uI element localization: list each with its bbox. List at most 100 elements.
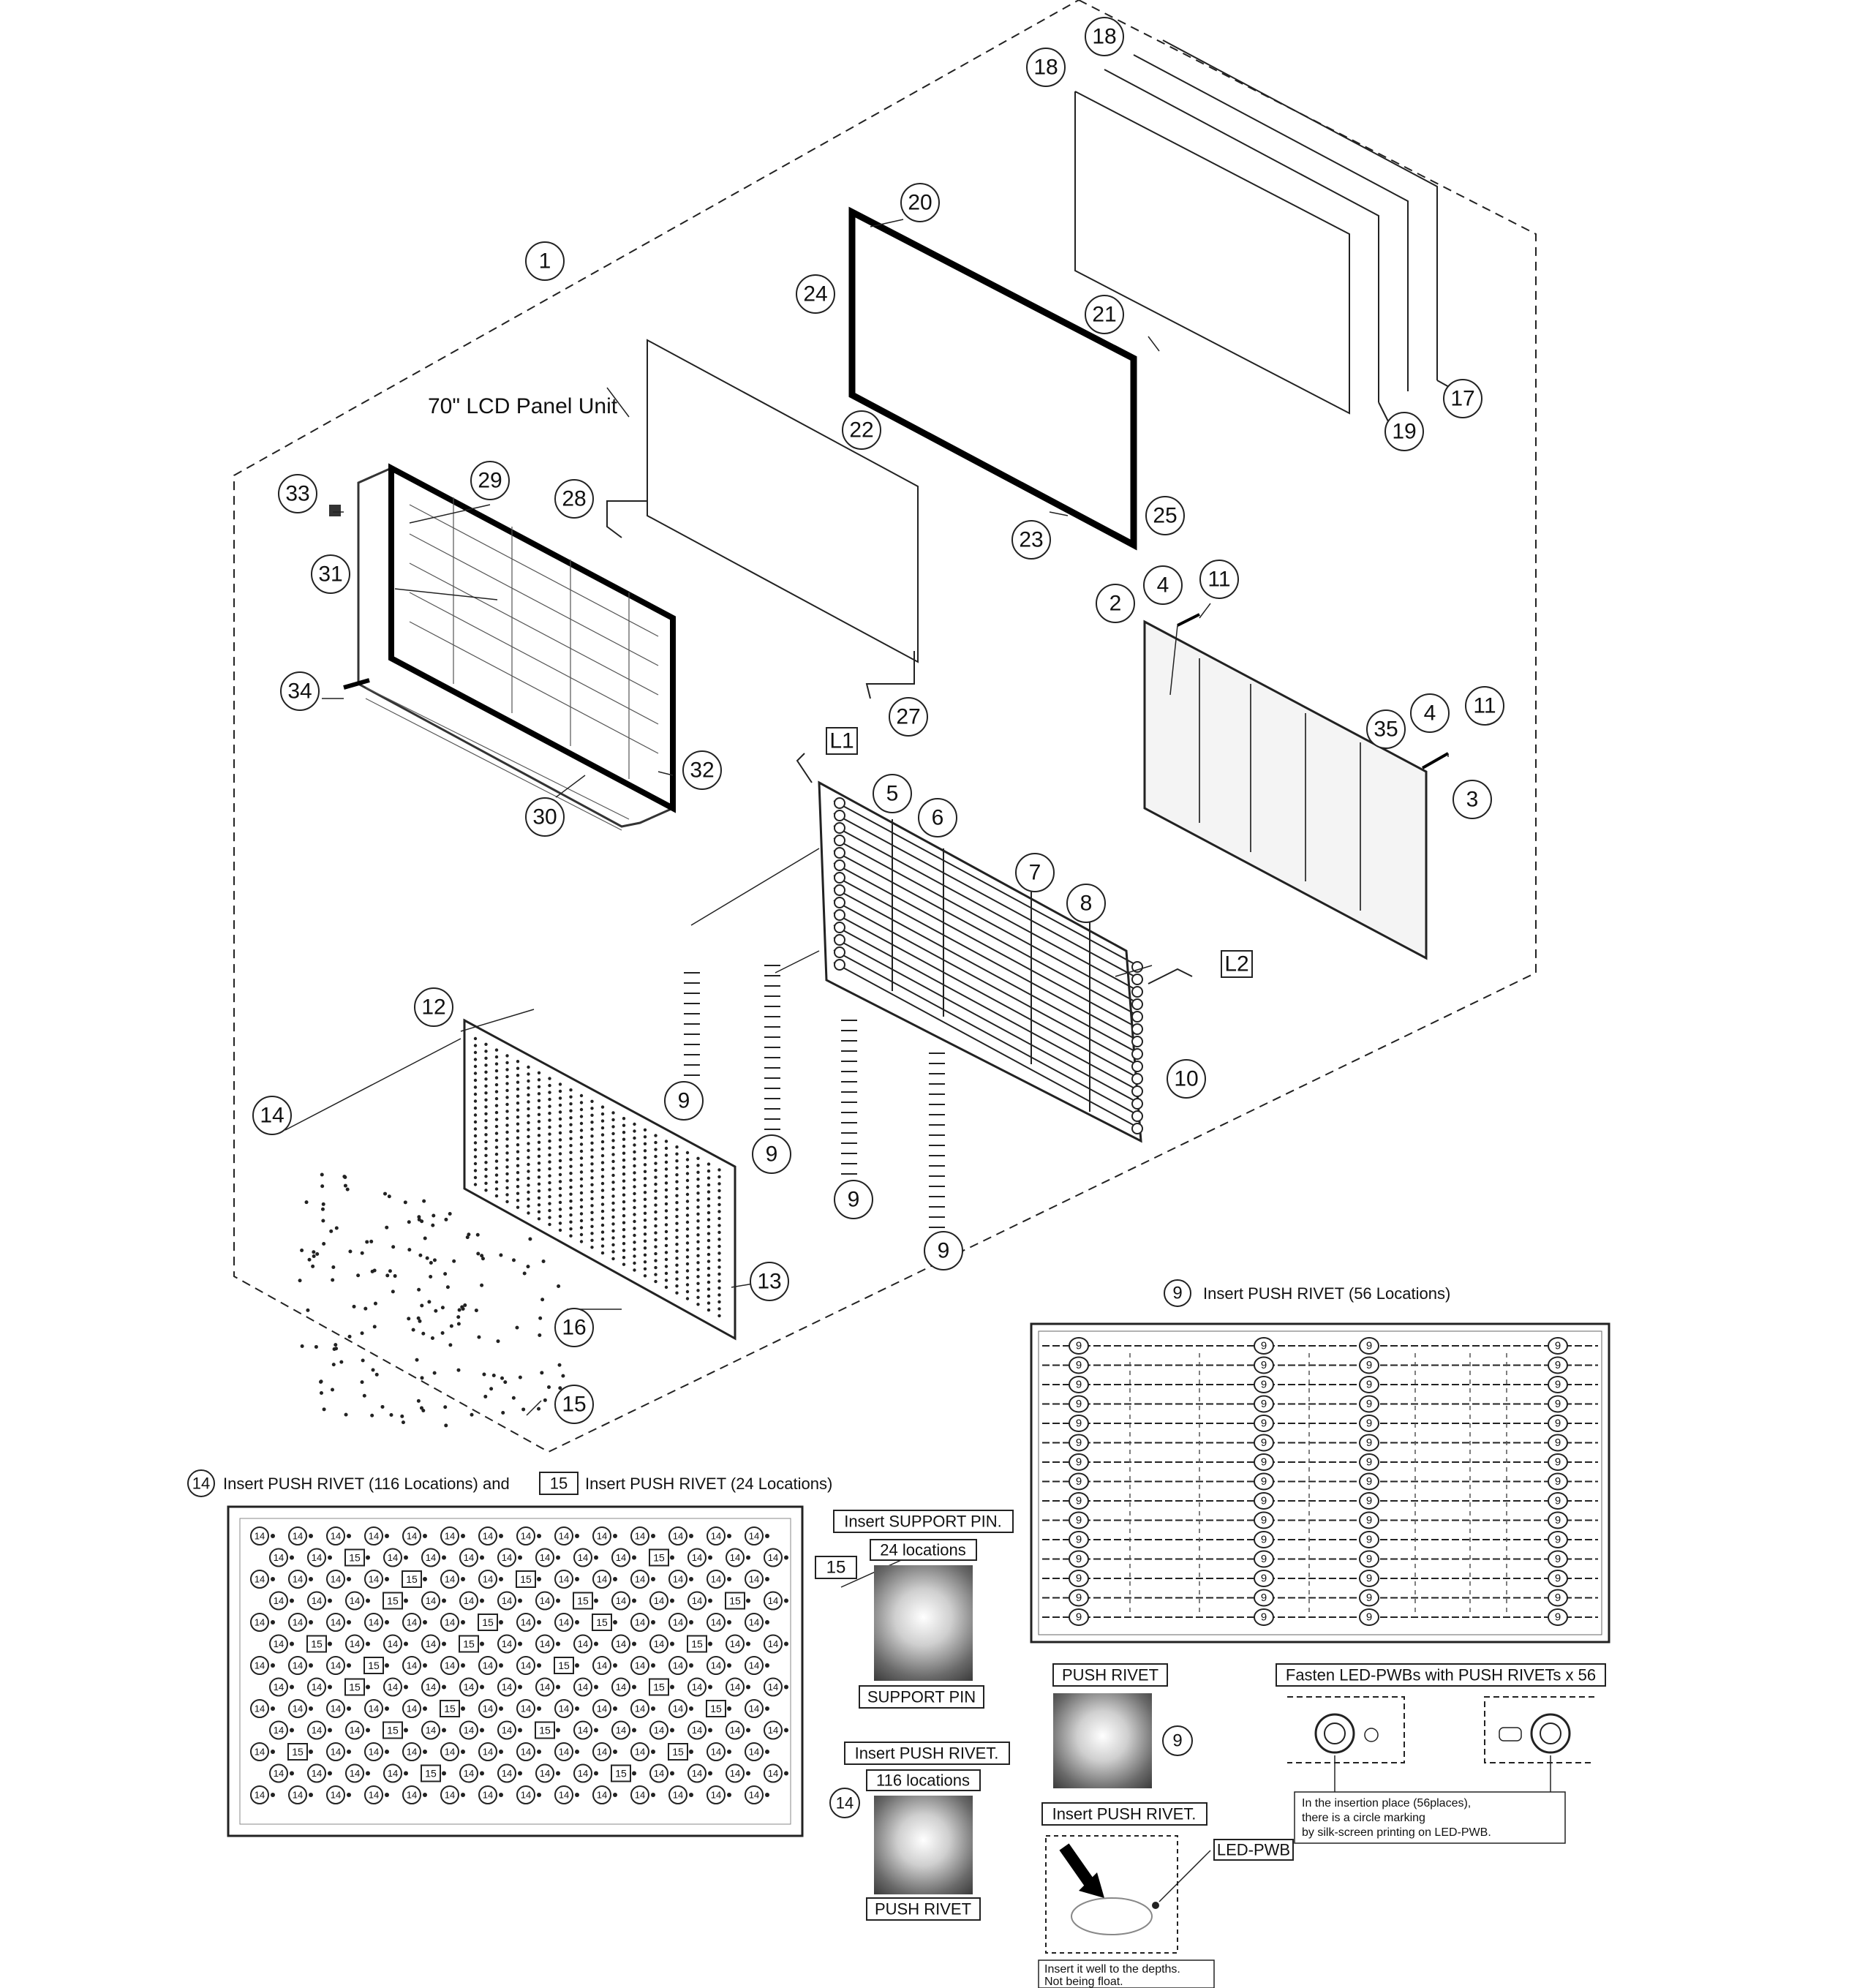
rivet9-marker-circle	[1254, 1395, 1274, 1413]
rivet14-marker-circle	[554, 1785, 573, 1804]
rivet14-marker-circle	[250, 1785, 269, 1804]
rivet9-marker: 9	[1366, 1475, 1372, 1488]
rivet14-marker: 14	[711, 1574, 721, 1585]
rivet9-marker: 9	[1261, 1340, 1267, 1352]
callout-circle-c14	[252, 1096, 292, 1135]
rivet15-marker: 15	[311, 1638, 323, 1650]
rivet14-marker: 14	[768, 1682, 778, 1693]
rivet15-marker: 15	[349, 1552, 361, 1564]
rivet14-marker: 14	[293, 1790, 303, 1801]
rivet9-marker: 9	[1555, 1573, 1561, 1585]
rivet9-marker-circle	[1548, 1472, 1568, 1491]
rivet9-marker-circle	[1254, 1434, 1274, 1452]
rivet14-marker: 14	[293, 1703, 303, 1714]
rivet14-marker-circle	[764, 1548, 783, 1567]
rivet15-marker-box	[649, 1678, 669, 1696]
rivet9-marker: 9	[1261, 1553, 1267, 1565]
rivet9-marker-circle	[1254, 1376, 1274, 1393]
rivet9-marker: 9	[1366, 1437, 1372, 1449]
rivet14-marker-circle	[764, 1591, 783, 1611]
rivet14-marker: 14	[616, 1595, 626, 1606]
rivet14-marker: 14	[312, 1682, 322, 1693]
rivet9-marker-circle	[1254, 1570, 1274, 1587]
rivet14-marker-circle	[535, 1591, 554, 1611]
rivet9-marker-circle	[1548, 1434, 1568, 1452]
lcd-frame	[848, 206, 1137, 551]
rivet9-marker: 9	[1261, 1495, 1267, 1507]
rivet9-marker-circle	[1254, 1608, 1274, 1626]
rivet14-marker: 14	[445, 1574, 455, 1585]
rivet9-marker: 9	[1555, 1495, 1561, 1507]
rivet14-marker: 14	[445, 1747, 455, 1758]
rivet14-marker: 14	[426, 1638, 436, 1649]
rivet14-marker: 14	[559, 1574, 569, 1585]
rivet14-marker-circle	[535, 1677, 554, 1697]
rivet9-push-rivet-label: PUSH RIVET	[1062, 1666, 1158, 1684]
rivet9-marker-circle	[1359, 1415, 1379, 1432]
rivet9-marker-circle	[1359, 1492, 1379, 1510]
rivet14-marker: 14	[407, 1790, 417, 1801]
rivet14-marker-circle	[668, 1699, 687, 1718]
rivet9-marker-circle	[1359, 1472, 1379, 1491]
rivet14-marker: 14	[521, 1790, 531, 1801]
rivet9-marker-circle	[1548, 1337, 1568, 1355]
rivet9-marker-circle	[1254, 1337, 1274, 1355]
rivet9-marker-circle	[1359, 1434, 1379, 1452]
rivet14-marker-circle	[592, 1785, 611, 1804]
rivet9-marker-circle	[1254, 1356, 1274, 1374]
rivet14-marker: 14	[293, 1617, 303, 1628]
rivet9-marker: 9	[1366, 1592, 1372, 1604]
rivet14-marker-circle	[364, 1742, 383, 1761]
rivet14-marker-circle	[478, 1785, 497, 1804]
rivet14-marker-circle	[726, 1548, 745, 1567]
rivet14-marker: 14	[274, 1552, 284, 1563]
rivet14-marker: 14	[578, 1682, 588, 1693]
rivet9-marker-circle	[1548, 1376, 1568, 1393]
rivet9-marker: 9	[1555, 1379, 1561, 1391]
rivet14-marker-circle	[250, 1742, 269, 1761]
rivet14-marker: 14	[749, 1617, 759, 1628]
rivet14-marker-circle	[497, 1591, 516, 1611]
rivet9-marker-circle	[1069, 1550, 1089, 1568]
rivet9-marker: 9	[1555, 1437, 1561, 1449]
rivet9-photo-block: PUSH RIVET 9	[1052, 1663, 1193, 1756]
rivet14-marker: 14	[331, 1660, 341, 1671]
rivet9-marker: 9	[1555, 1514, 1561, 1526]
rivet14-marker: 14	[312, 1552, 322, 1563]
rivet9-marker: 9	[1366, 1379, 1372, 1391]
rivet14-marker-circle	[250, 1699, 269, 1718]
rivet14-marker: 14	[730, 1552, 740, 1563]
rivet9-marker-circle	[1359, 1337, 1379, 1355]
rivet15-marker: 15	[653, 1552, 665, 1564]
rivet9-marker: 9	[1076, 1379, 1082, 1391]
rivet14-marker-circle	[421, 1720, 440, 1740]
panel-unit-label: 70" LCD Panel Unit	[428, 394, 618, 418]
rivet15-marker-box	[383, 1592, 403, 1610]
rivet14-grid: 14 14 14 14 14 14 14 14 14 14 14 14 14 14 14 14 15 14 14 14…	[250, 1526, 788, 1804]
callout-c31: 31	[318, 562, 342, 587]
rivet9-marker-circle	[1548, 1492, 1568, 1510]
rivet14-marker: 14	[635, 1790, 645, 1801]
rivet14-marker: 14	[331, 1531, 341, 1542]
rivet14-marker: 14	[483, 1660, 493, 1671]
rivet14-marker: 14	[654, 1595, 664, 1606]
fasten-note-line-1: In the insertion place (56places),	[1302, 1797, 1471, 1810]
connector-l1: L1	[829, 729, 854, 753]
callout-c9b: 9	[766, 1142, 778, 1167]
rivet14-marker: 14	[521, 1660, 531, 1671]
rivet15-marker-box	[344, 1548, 365, 1567]
rivet14-marker-circle	[250, 1526, 269, 1545]
callout-circle-c30	[525, 797, 565, 837]
rivet14-marker: 14	[616, 1552, 626, 1563]
rivet14-marker-circle	[478, 1699, 497, 1718]
callout-circle-c35	[1366, 709, 1406, 749]
diffuser-plate	[463, 1018, 736, 1341]
rivet14-marker-circle	[307, 1720, 326, 1740]
rivet14-marker: 14	[673, 1574, 683, 1585]
rivet14-marker-circle	[459, 1677, 478, 1697]
rivet15-marker: 15	[463, 1638, 475, 1650]
rivet14-marker: 14	[502, 1768, 512, 1779]
rivet14-marker: 14	[369, 1790, 379, 1801]
rivet9-marker: 9	[1261, 1475, 1267, 1488]
rivet9-marker-circle	[1069, 1511, 1089, 1529]
